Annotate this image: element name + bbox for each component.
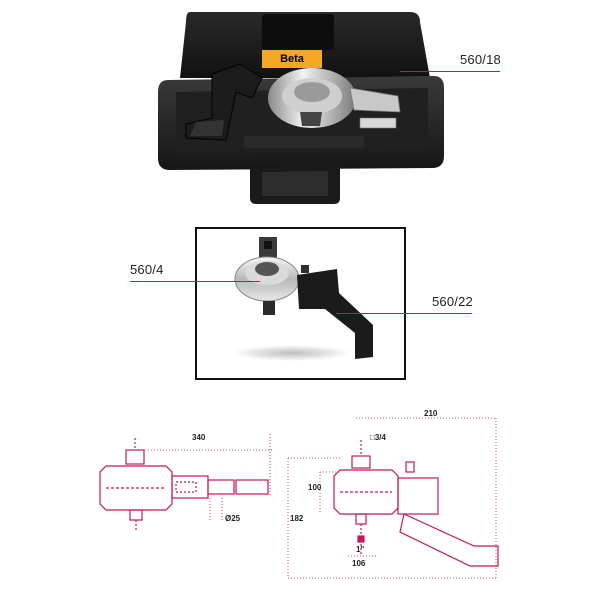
- dim-square-out: 1": [356, 545, 364, 554]
- callout-line-multiplier: [130, 281, 260, 282]
- dim-square-in: □3/4: [370, 433, 387, 442]
- brand-label-text: Beta: [280, 53, 304, 65]
- dim-height-100: 100: [308, 483, 322, 492]
- drawing-left: [99, 434, 272, 530]
- callout-line-reaction-arm: [336, 313, 472, 314]
- dim-width-210: 210: [424, 409, 438, 418]
- brand-label: Beta: [262, 50, 322, 68]
- dim-length-340: 340: [192, 433, 206, 442]
- label-case-code: 560/18: [460, 52, 501, 67]
- multiplier-photo-frame: [195, 227, 406, 380]
- dim-height-182: 182: [290, 514, 304, 523]
- dim-offset-106: 106: [352, 559, 366, 568]
- callout-line-case: [400, 71, 500, 72]
- drawing-right: [287, 417, 499, 579]
- label-multiplier-code: 560/4: [130, 262, 164, 277]
- dim-diameter-25: Ø25: [225, 514, 241, 523]
- torque-multiplier-image: [232, 237, 373, 361]
- label-reaction-arm-code: 560/22: [432, 294, 473, 309]
